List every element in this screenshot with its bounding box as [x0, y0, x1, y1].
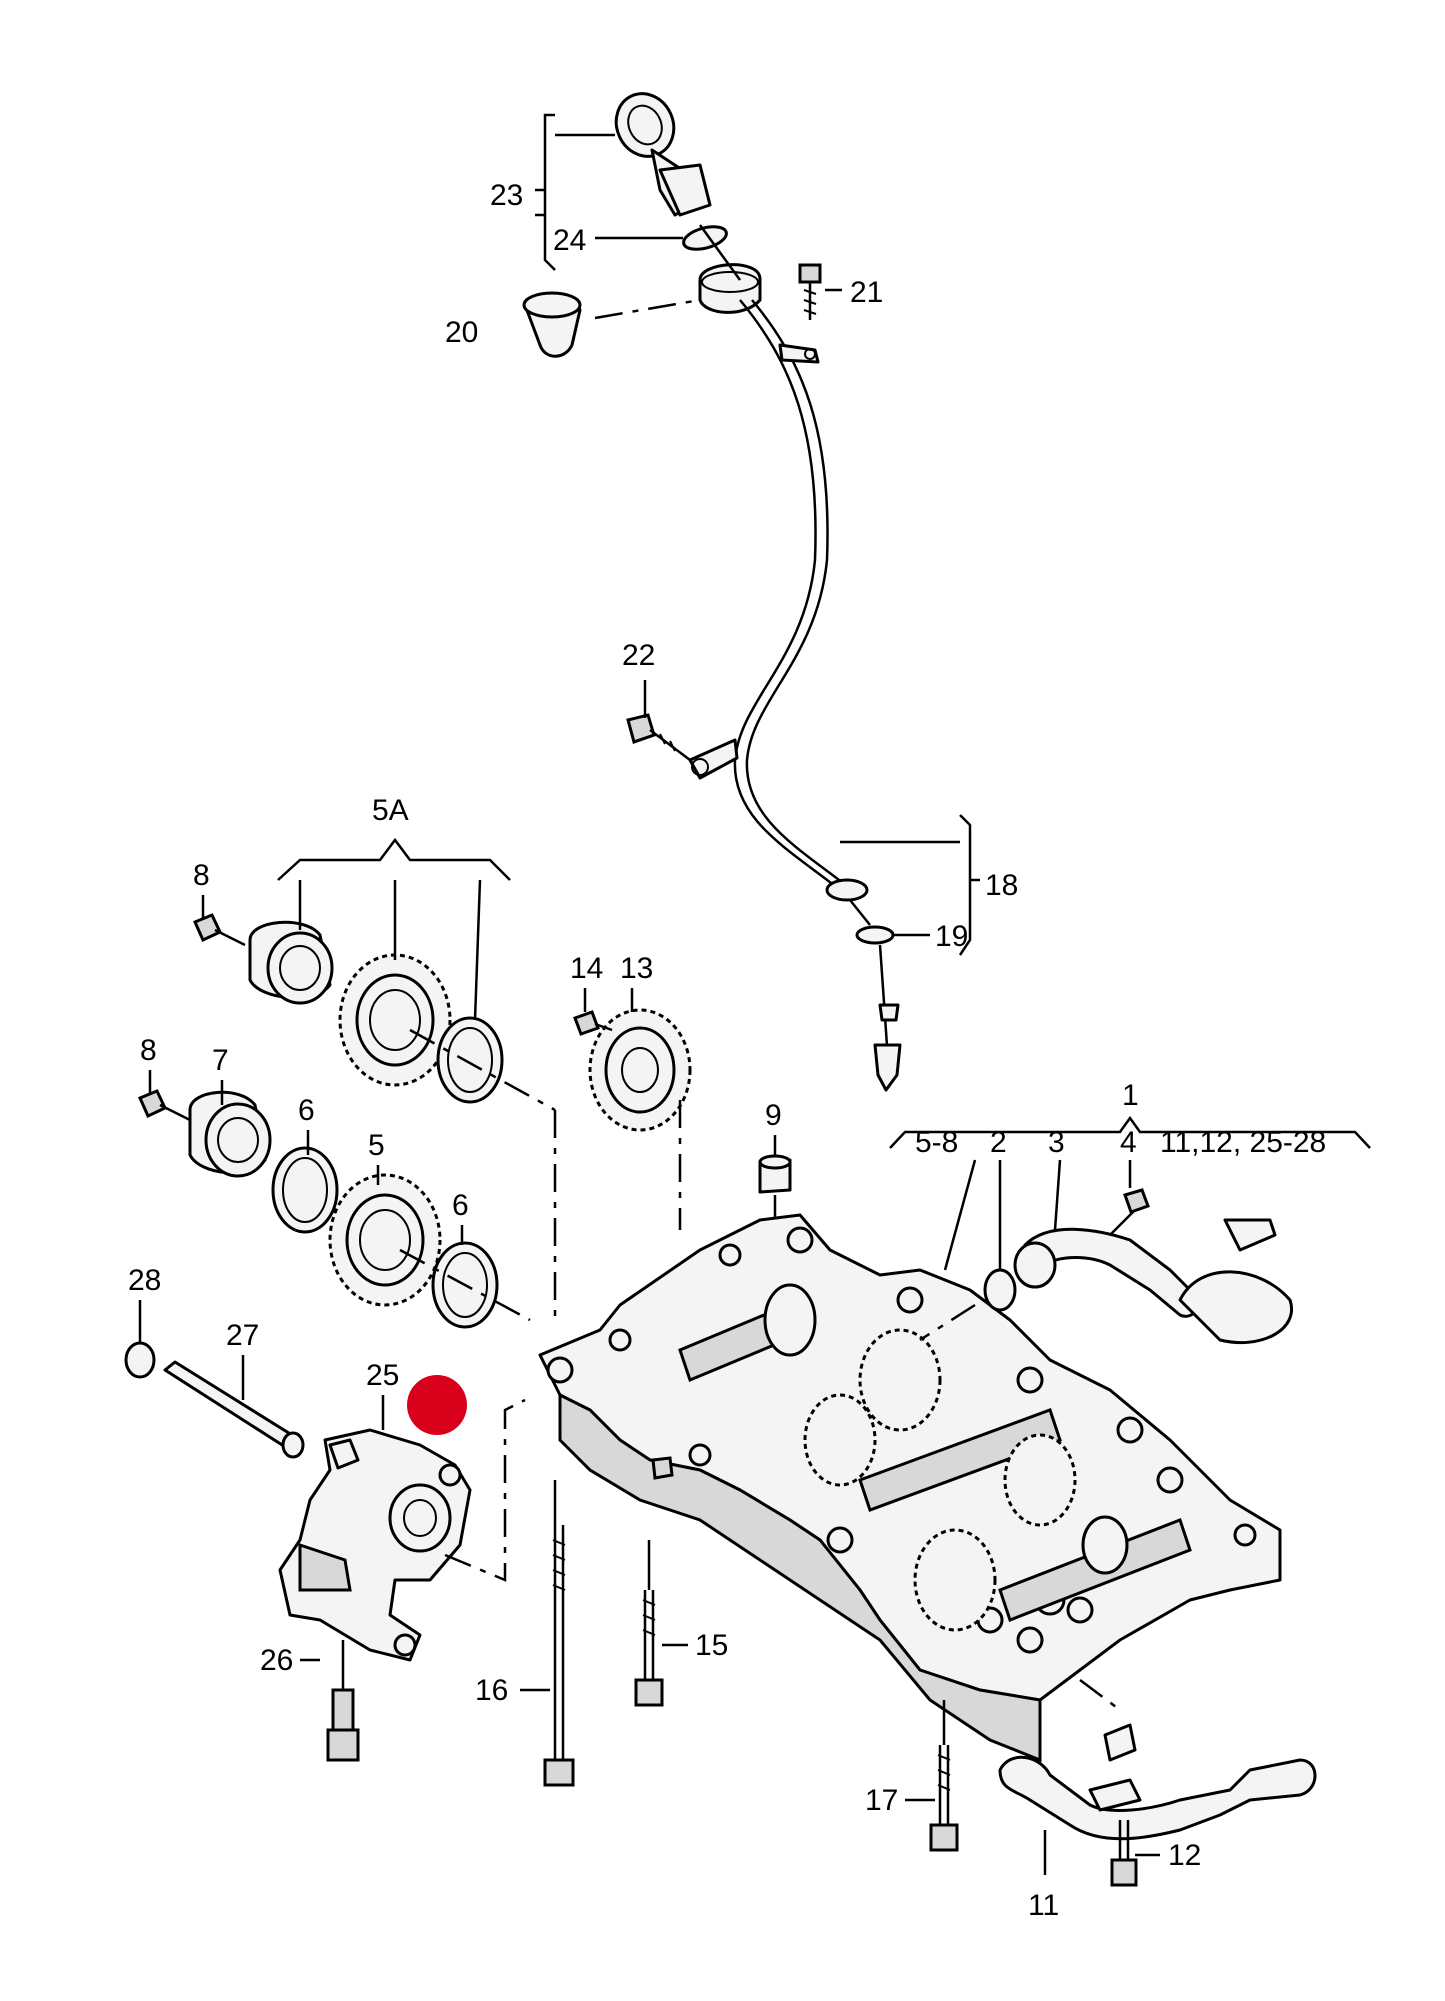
- label-28: 28: [128, 1264, 161, 1297]
- label-5A: 5A: [372, 794, 409, 827]
- label-9: 9: [765, 1099, 782, 1132]
- label-13: 13: [620, 952, 653, 985]
- label-15: 15: [695, 1629, 728, 1662]
- label-22: 22: [622, 639, 655, 672]
- label-6-left: 6: [298, 1094, 315, 1127]
- part-labels: 23 24 21 20 22 18 19 5A 8 8 7 6 5 6 14 1…: [128, 179, 1326, 1922]
- oil-pickup-tube: [889, 1115, 1371, 1345]
- oil-pump-unit: [124, 1300, 526, 1762]
- balancer-shaft-group: [138, 837, 792, 1329]
- label-5: 5: [368, 1129, 385, 1162]
- label-25: 25: [366, 1359, 399, 1392]
- dipstick-assembly: [522, 92, 980, 1092]
- label-8-lower: 8: [140, 1034, 157, 1067]
- label-12: 12: [1168, 1839, 1201, 1872]
- label-27: 27: [226, 1319, 259, 1352]
- label-11-12-25-28: 11,12, 25-28: [1160, 1126, 1326, 1159]
- label-11: 11: [1028, 1889, 1059, 1922]
- oil-pump-housing: [538, 1213, 1282, 1763]
- label-14: 14: [570, 952, 603, 985]
- label-21: 21: [850, 276, 883, 309]
- label-24: 24: [553, 224, 586, 257]
- label-16: 16: [475, 1674, 508, 1707]
- label-23: 23: [490, 179, 523, 212]
- label-8-top: 8: [193, 859, 210, 892]
- label-17: 17: [865, 1784, 898, 1817]
- label-7: 7: [212, 1044, 229, 1077]
- label-4: 4: [1120, 1126, 1137, 1159]
- oil-return-pipe: [998, 1679, 1317, 1887]
- label-5-8: 5-8: [915, 1126, 958, 1159]
- label-1: 1: [1122, 1079, 1139, 1112]
- label-18: 18: [985, 869, 1018, 902]
- label-2: 2: [990, 1126, 1007, 1159]
- label-20: 20: [445, 316, 478, 349]
- label-19: 19: [935, 920, 968, 953]
- label-26: 26: [260, 1644, 293, 1677]
- highlight-marker: [407, 1375, 467, 1435]
- label-6-right: 6: [452, 1189, 469, 1222]
- mounting-bolts: [520, 1480, 959, 1852]
- label-3: 3: [1048, 1126, 1065, 1159]
